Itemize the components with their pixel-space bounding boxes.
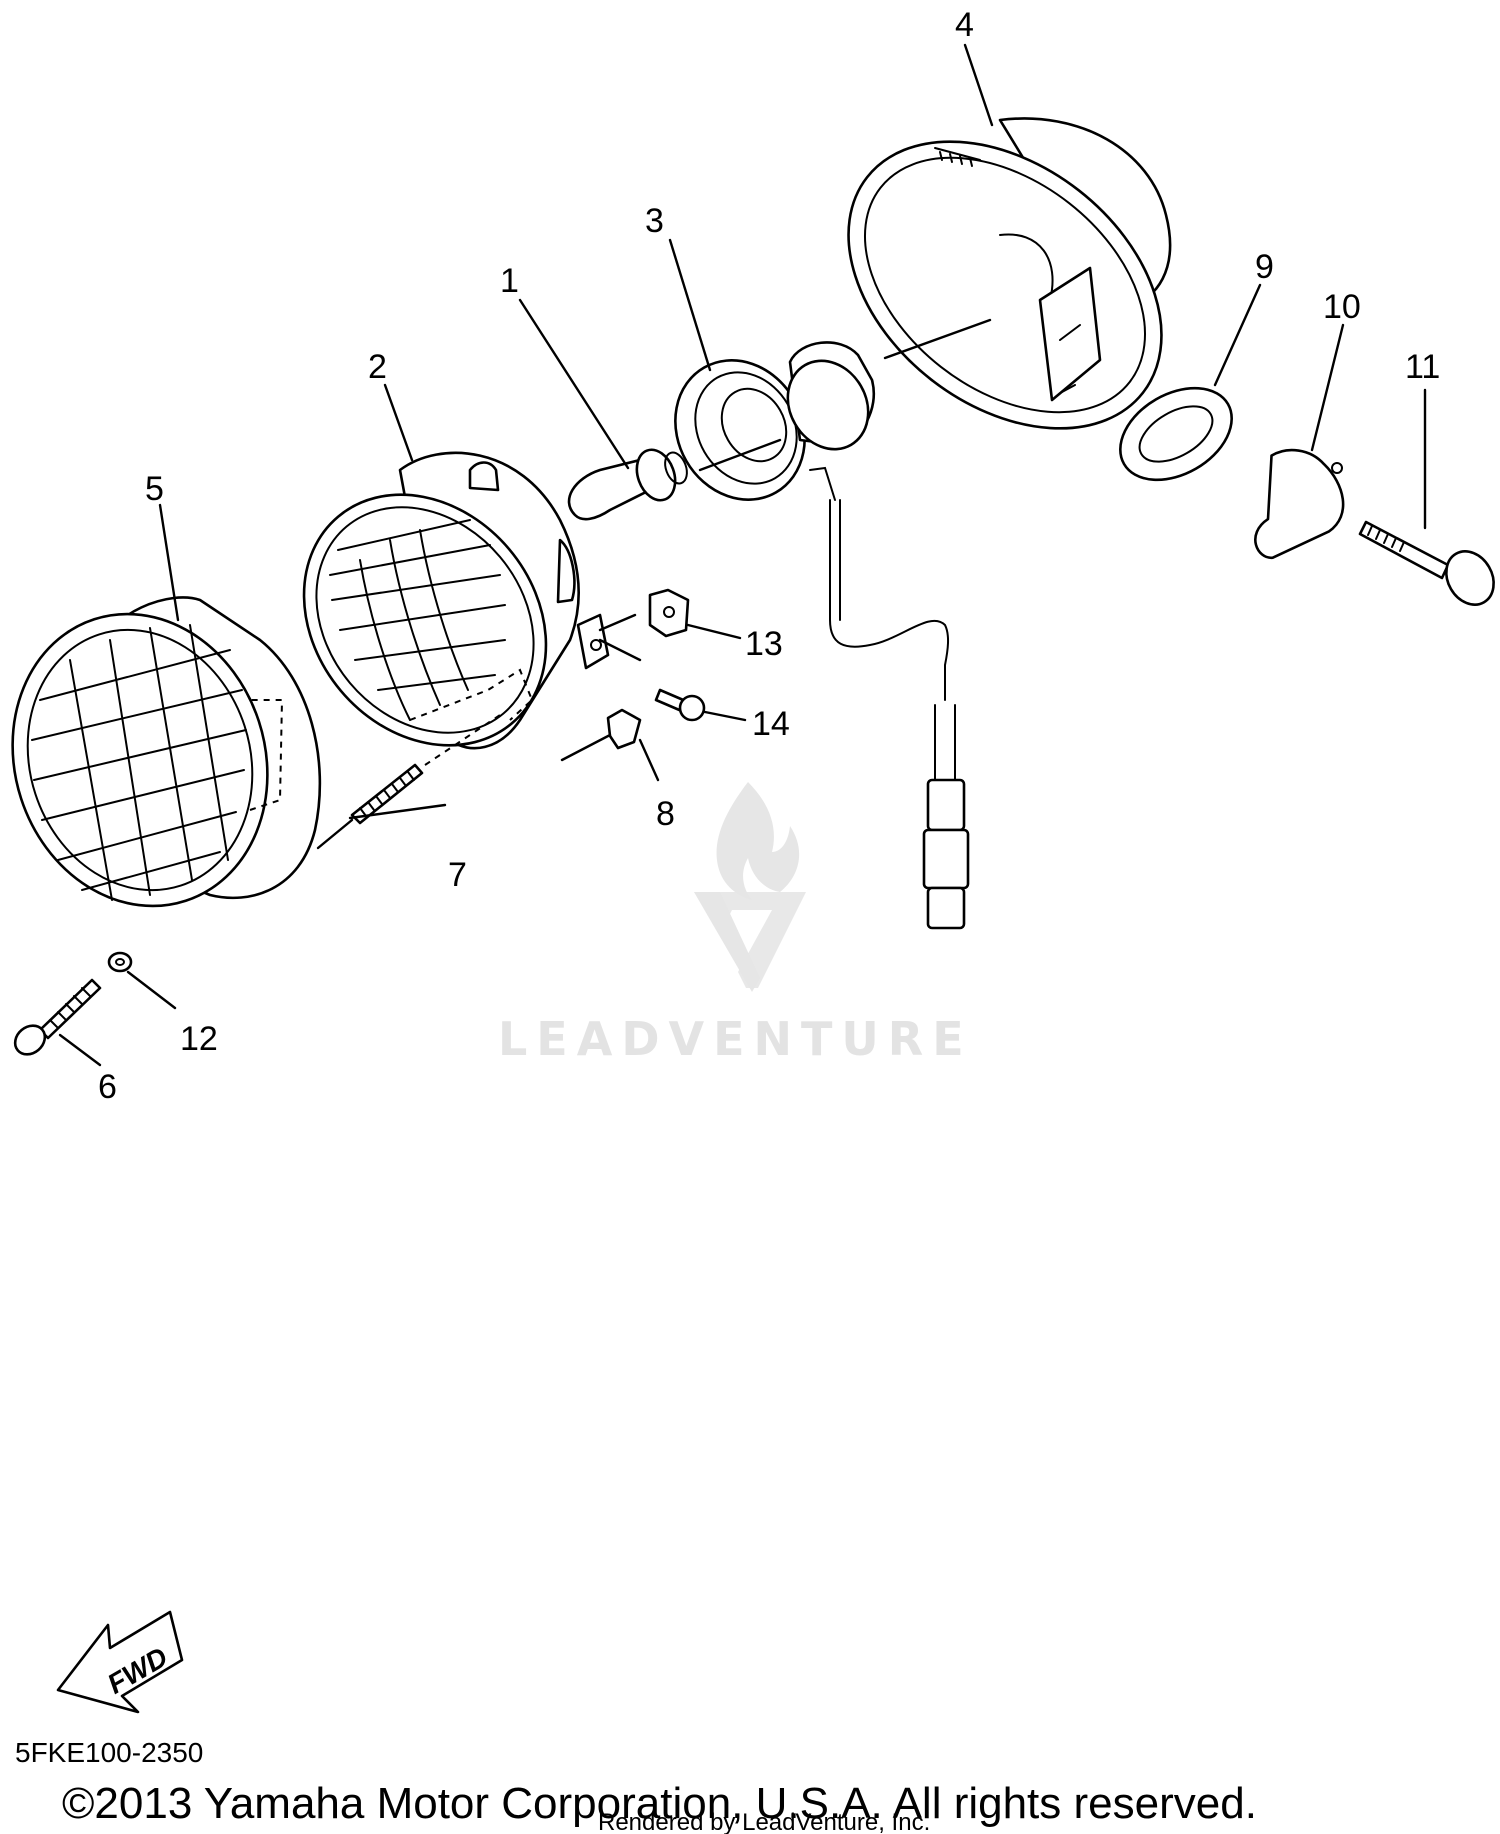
callout-2: 2	[368, 348, 387, 386]
callout-5: 5	[145, 470, 164, 508]
callout-11: 11	[1405, 348, 1440, 386]
callout-3: 3	[645, 202, 664, 240]
callout-4: 4	[955, 6, 974, 44]
callout-6: 6	[98, 1068, 117, 1106]
grommet	[1119, 386, 1233, 482]
wiring-harness	[829, 499, 970, 930]
forward-direction-arrow: FWD	[56, 1610, 184, 1714]
washer	[107, 951, 133, 973]
callout-12: 12	[180, 1020, 218, 1058]
nut	[606, 708, 642, 750]
watermark-text: LEADVENTURE	[498, 1012, 973, 1066]
copyright-notice: ©2013 Yamaha Motor Corporation, U.S.A. A…	[62, 1779, 1257, 1828]
adjusting-screw	[316, 714, 501, 850]
mounting-bolt	[1358, 520, 1495, 606]
callout-labels: 1 2 3 4 5 6 7 8 9 10 11 12 13 14	[98, 6, 1440, 1106]
callout-1: 1	[500, 262, 519, 300]
rendered-by-credit: Rendered by LeadVenture, Inc.	[598, 1809, 930, 1834]
headlight-housing	[847, 117, 1172, 430]
diagram-reference-code: 5FKE100-2350	[15, 1737, 203, 1768]
small-screw	[654, 688, 706, 722]
headlight-rim-guard	[11, 596, 322, 908]
callout-13: 13	[745, 625, 783, 663]
callout-8: 8	[656, 795, 675, 833]
callout-10: 10	[1323, 288, 1361, 326]
leadventure-watermark-logo	[694, 782, 806, 992]
leader-lines	[58, 43, 1427, 1067]
rim-screw	[13, 978, 102, 1056]
headlight-unit	[302, 451, 610, 750]
callout-7: 7	[448, 856, 467, 894]
callout-14: 14	[752, 705, 790, 743]
retaining-clip	[648, 588, 690, 638]
headlight-bulb	[567, 448, 688, 521]
bulb-socket	[674, 341, 875, 501]
callout-9: 9	[1255, 248, 1274, 286]
bulb-cover-cap	[1254, 448, 1345, 559]
